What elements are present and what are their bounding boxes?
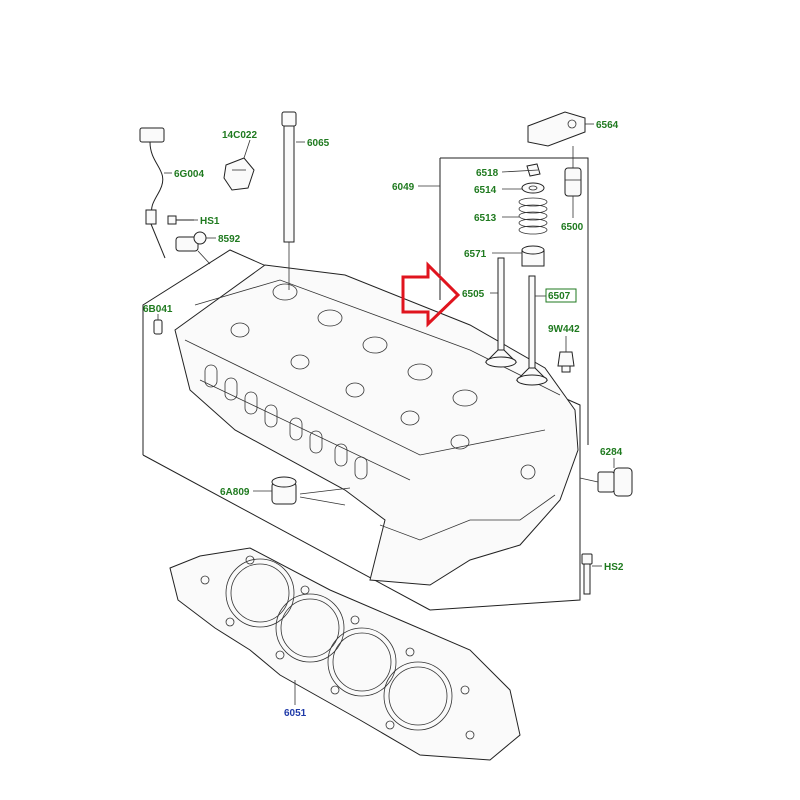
red-indicator-arrow (401, 261, 461, 328)
label-6065[interactable]: 6065 (307, 138, 330, 149)
valve-stem-seal-6571[interactable] (521, 245, 545, 267)
label-6564[interactable]: 6564 (596, 120, 619, 131)
label-6513[interactable]: 6513 (474, 213, 497, 224)
exhaust-ports (204, 364, 368, 480)
screw-hs1[interactable] (167, 215, 194, 225)
label-8592[interactable]: 8592 (218, 234, 241, 245)
label-6b041[interactable]: 6B041 (143, 304, 173, 315)
label-6514[interactable]: 6514 (474, 185, 497, 196)
label-6284[interactable]: 6284 (600, 447, 623, 458)
head-ports (230, 283, 478, 450)
part-labels: 6564 6518 6514 6513 6500 6049 6571 6505 … (143, 120, 624, 719)
label-hs1[interactable]: HS1 (200, 216, 220, 227)
spring-retainer-6514[interactable] (521, 182, 545, 194)
rocker-arm-6564[interactable] (527, 111, 586, 147)
label-hs2[interactable]: HS2 (604, 562, 624, 573)
label-6a809[interactable]: 6A809 (220, 487, 250, 498)
label-6571[interactable]: 6571 (464, 249, 487, 260)
label-6505[interactable]: 6505 (462, 289, 485, 300)
sensor-6284[interactable] (579, 467, 633, 497)
valve-6505[interactable] (484, 257, 518, 368)
label-9w442[interactable]: 9W442 (548, 324, 580, 335)
plug-6b041[interactable] (153, 319, 163, 335)
sensor-6g004[interactable] (139, 127, 166, 259)
sleeve-6a809[interactable] (271, 476, 351, 506)
label-6g004[interactable]: 6G004 (174, 169, 204, 180)
highlight-box-6507 (545, 288, 577, 303)
label-6049[interactable]: 6049 (392, 182, 415, 193)
label-6051[interactable]: 6051 (284, 708, 307, 719)
head-gasket-6051[interactable] (169, 547, 521, 761)
cylinder-head[interactable] (174, 264, 579, 586)
bolt-hs2[interactable] (581, 553, 593, 595)
sensor-8592[interactable] (175, 231, 211, 265)
label-6507[interactable]: 6507 (548, 291, 571, 302)
clip-14c022[interactable] (223, 157, 255, 191)
label-6500[interactable]: 6500 (561, 222, 584, 233)
lash-adjuster-6500[interactable] (564, 146, 582, 197)
plug-9w442[interactable] (557, 351, 575, 373)
label-14c022[interactable]: 14C022 (222, 130, 257, 141)
leader-lines (157, 123, 615, 705)
label-6518[interactable]: 6518 (476, 168, 499, 179)
valve-spring-6513[interactable] (518, 197, 548, 235)
valve-6507[interactable] (515, 275, 549, 386)
head-bolt-6065[interactable] (281, 111, 297, 290)
